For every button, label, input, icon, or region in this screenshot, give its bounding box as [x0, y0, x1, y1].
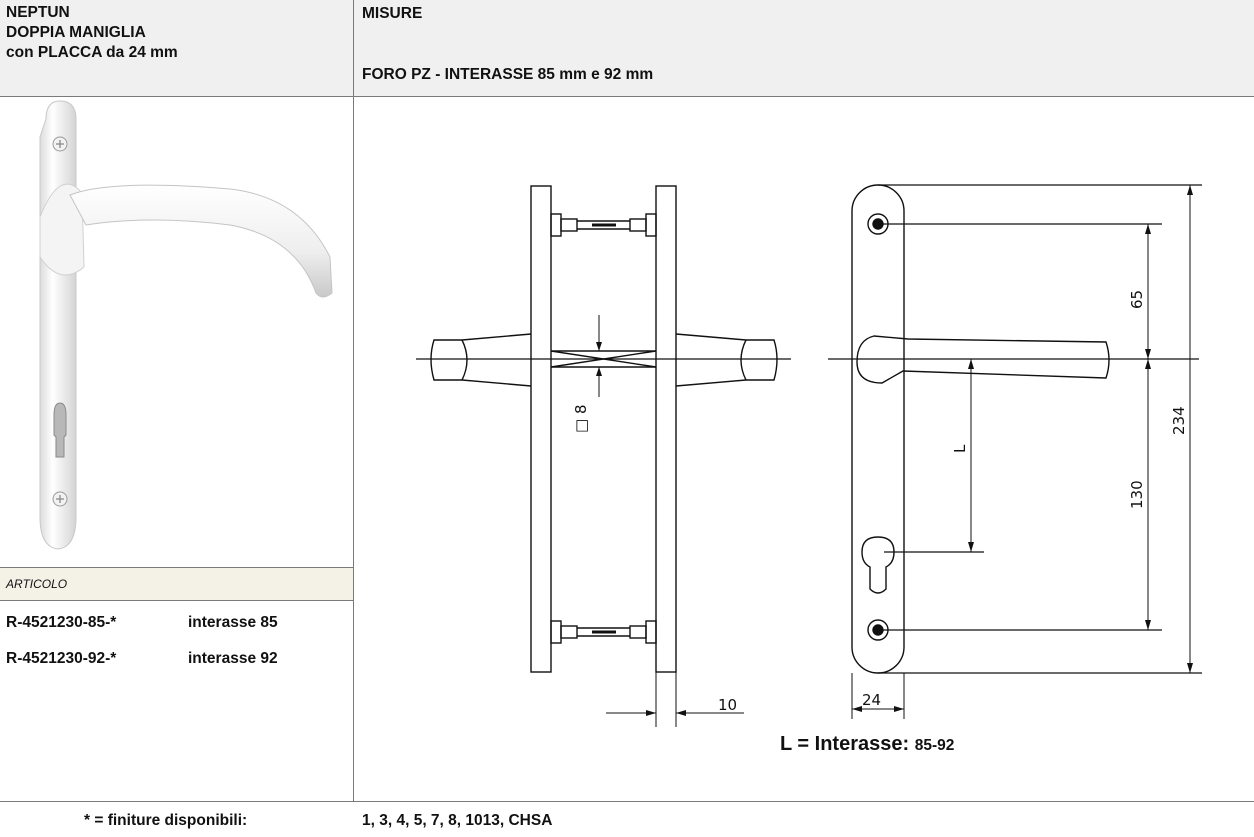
article-header: ARTICOLO [0, 568, 353, 600]
finishes-values: 1, 3, 4, 5, 7, 8, 1013, CHSA [362, 812, 553, 829]
dim-lower: 130 [1128, 480, 1146, 509]
side-view [416, 185, 791, 727]
technical-drawing: □ 8 10 24 65 130 234 L [416, 184, 1202, 727]
article-code: R-4521230-92-* [6, 650, 117, 667]
dim-square: □ 8 [572, 405, 590, 433]
dim-thickness: 10 [718, 696, 737, 714]
product-title-line: con PLACCA da 24 mm [6, 44, 178, 61]
grid-line [0, 567, 353, 568]
measures-subtitle: FORO PZ - INTERASSE 85 mm e 92 mm [362, 66, 654, 83]
interaxis-formula: L = Interasse: 85-92 [780, 733, 954, 756]
product-title-line: NEPTUN [6, 4, 70, 21]
dim-l: L [951, 444, 969, 453]
measures-title: MISURE [362, 5, 423, 22]
dim-upper: 65 [1128, 290, 1146, 309]
product-title: NEPTUN DOPPIA MANIGLIA con PLACCA da 24 … [6, 3, 178, 63]
product-title-line: DOPPIA MANIGLIA [6, 24, 146, 41]
measures-header-cell: MISURE FORO PZ - INTERASSE 85 mm e 92 mm [354, 0, 1254, 96]
formula-values: 85-92 [914, 737, 955, 754]
grid-line [353, 0, 354, 802]
grid-line [0, 96, 1254, 97]
article-label: ARTICOLO [6, 577, 68, 591]
formula-label: L = Interasse: [780, 733, 915, 755]
finishes-label: * = finiture disponibili: [84, 812, 248, 829]
dim-plate-width: 24 [862, 691, 881, 709]
product-title-cell: NEPTUN DOPPIA MANIGLIA con PLACCA da 24 … [0, 0, 353, 96]
grid-line [0, 600, 353, 601]
grid-line [0, 801, 1254, 802]
article-description: interasse 92 [188, 650, 278, 667]
product-photo [39, 100, 333, 550]
article-description: interasse 85 [188, 614, 278, 631]
dim-total: 234 [1170, 406, 1188, 435]
front-view [828, 184, 1202, 719]
article-code: R-4521230-85-* [6, 614, 117, 631]
